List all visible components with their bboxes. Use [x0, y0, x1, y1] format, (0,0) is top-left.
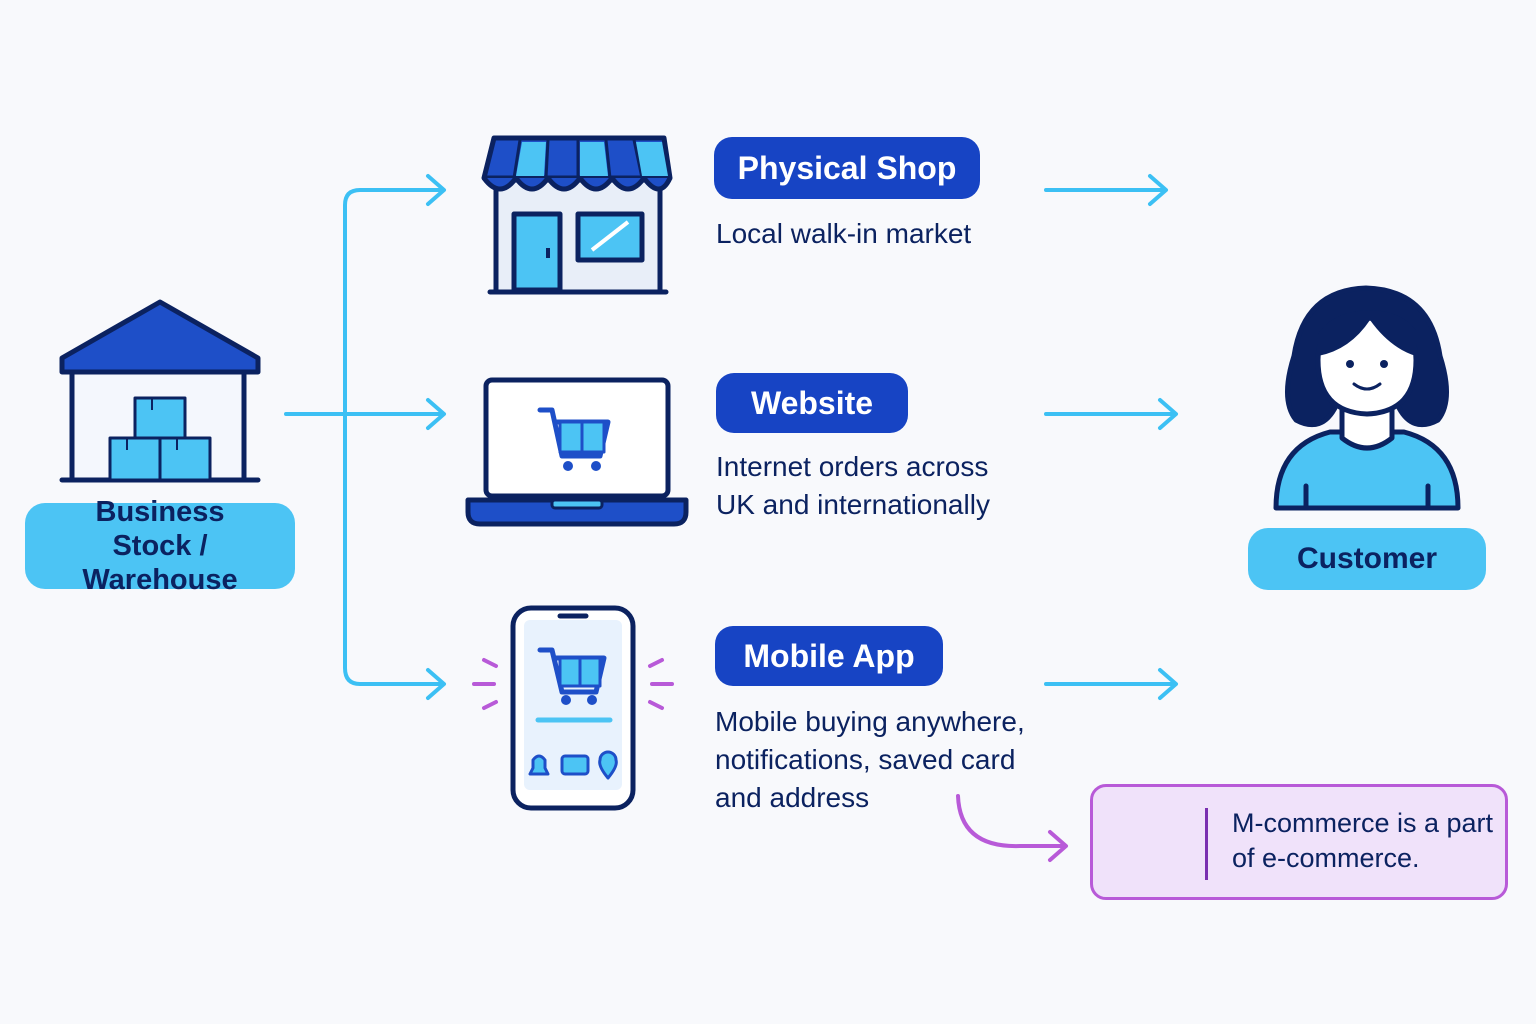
arrowhead-shop — [426, 174, 446, 206]
channel-description-mobile-app: Mobile buying anywhere, notifications, s… — [715, 706, 1025, 813]
laptop-cart-glyph — [537, 407, 611, 459]
customer-arrows — [1044, 174, 1178, 700]
customer-icon — [1273, 285, 1461, 511]
channel-title-website: Website — [716, 373, 908, 433]
channel-description-physical-shop: Local walk-in market — [716, 218, 972, 249]
arrowhead-website — [426, 398, 446, 430]
warehouse-icon — [59, 299, 261, 483]
channel-title-mobile-app: Mobile App — [715, 626, 943, 686]
warehouse-label-text: Business Stock / Warehouse — [82, 496, 238, 596]
customer-label: Customer — [1248, 528, 1486, 590]
warehouse-label: Business Stock / Warehouse — [25, 496, 295, 596]
laptop-cart-icon — [465, 377, 689, 527]
channel-title-physical-shop: Physical Shop — [714, 137, 980, 199]
note-divider — [1205, 808, 1208, 880]
channel-description-website: Internet orders across UK and internatio… — [716, 451, 990, 520]
smartphone-cart-icon — [472, 605, 674, 811]
connector-to-app — [343, 412, 442, 686]
branch-connectors — [284, 174, 446, 700]
note-arrow — [956, 794, 1068, 862]
arrowhead-app — [426, 668, 446, 700]
note-text: M-commerce is a part of e-commerce. — [1232, 808, 1494, 873]
vibration-marks — [472, 658, 674, 710]
storefront-icon — [481, 135, 673, 295]
phone-notification-row — [528, 750, 618, 780]
m-commerce-note — [1090, 784, 1508, 900]
connector-to-shop — [343, 188, 442, 416]
